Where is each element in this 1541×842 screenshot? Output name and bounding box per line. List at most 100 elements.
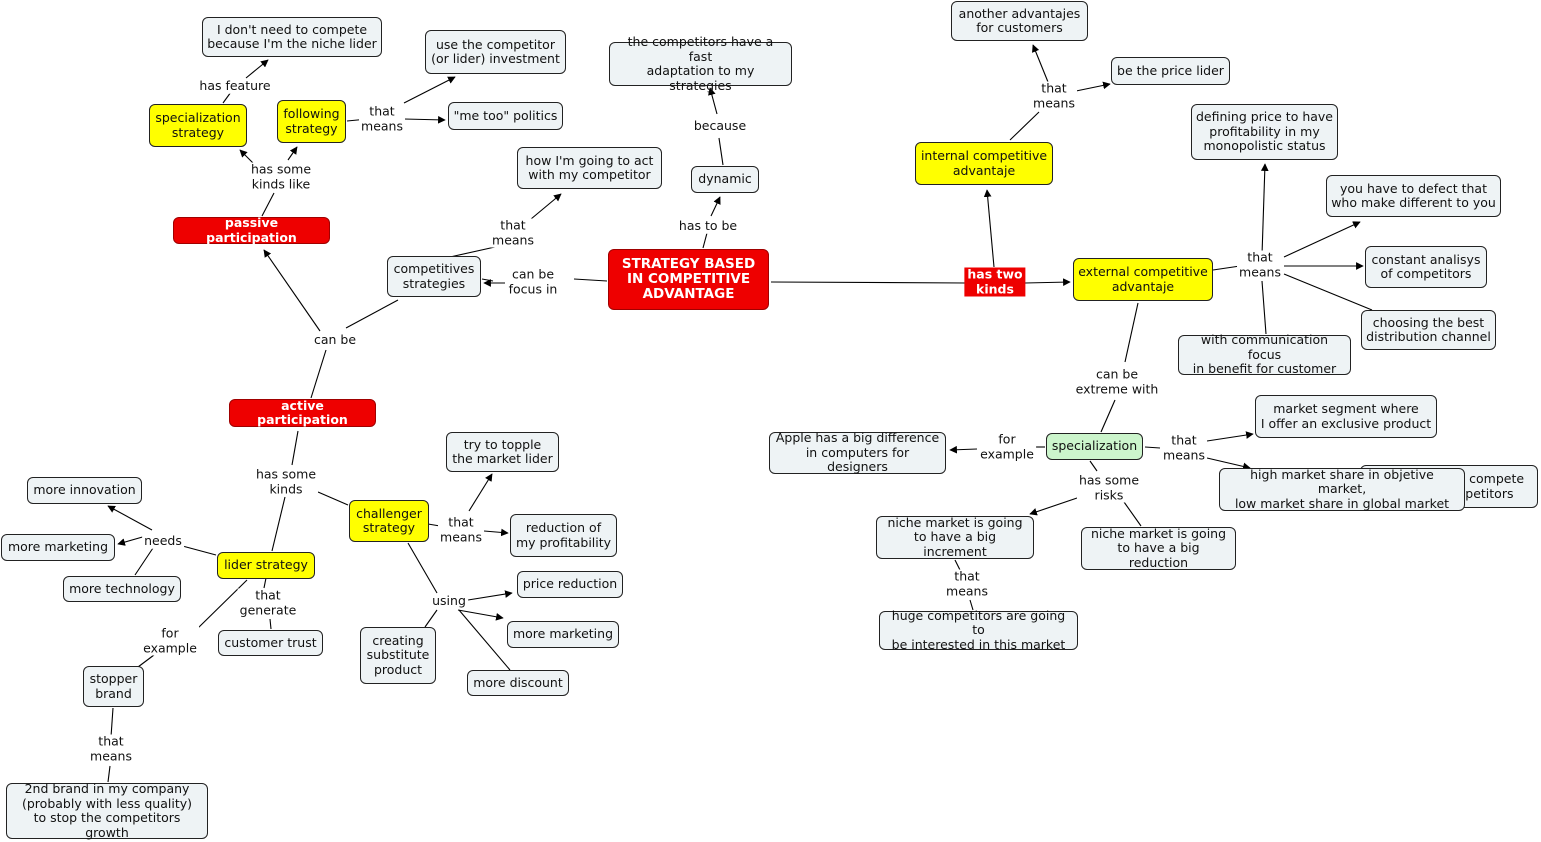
line-connector	[1009, 111, 1040, 141]
node-niche-increment[interactable]: niche market is going to have a big incr…	[876, 515, 1034, 559]
node-specialization-strategy[interactable]: specialization strategy	[149, 104, 247, 147]
line-connector	[1100, 399, 1116, 433]
arrow-connector	[1206, 457, 1251, 471]
arrow-connector	[1206, 431, 1254, 442]
arrow-connector	[983, 189, 995, 268]
node-specialization[interactable]: specialization	[1046, 433, 1143, 460]
node-try-topple[interactable]: try to topple the market lider	[446, 432, 559, 472]
line-connector	[110, 707, 114, 738]
node-lider-strategy[interactable]: lider strategy	[217, 552, 315, 579]
node-price-lider[interactable]: be the price lider	[1111, 57, 1230, 85]
label-that-means-external: that means	[1237, 249, 1283, 280]
node-creating-substitute[interactable]: creating substitute product	[360, 627, 436, 684]
line-connector	[269, 618, 272, 630]
node-second-brand[interactable]: 2nd brand in my company (probably with l…	[6, 781, 208, 839]
label-that-means-spec: that means	[1161, 432, 1207, 463]
node-dynamic[interactable]: dynamic	[691, 166, 759, 193]
line-connector	[458, 609, 511, 671]
arrow-connector	[483, 528, 509, 537]
arrow-connector	[708, 87, 718, 115]
node-internal-advantaje[interactable]: internal competitive advantaje	[915, 142, 1053, 185]
arrow-connector	[1024, 278, 1071, 287]
line-connector	[345, 299, 399, 329]
node-reduction-profitability[interactable]: reduction of my profitability	[510, 514, 617, 557]
node-niche-lider[interactable]: I don't need to compete because I'm the …	[202, 17, 382, 57]
line-connector	[291, 430, 299, 466]
node-me-too-politics[interactable]: "me too" politics	[448, 102, 563, 130]
node-more-discount[interactable]: more discount	[467, 670, 569, 696]
line-connector	[969, 599, 974, 611]
line-connector	[424, 609, 438, 628]
line-connector	[407, 542, 438, 594]
line-connector	[310, 349, 327, 399]
line-connector	[107, 765, 111, 783]
line-connector	[1212, 265, 1241, 271]
label-has-two-kinds: has two kinds	[964, 267, 1026, 297]
arrow-connector	[107, 505, 153, 531]
label-that-means-stopper: that means	[88, 733, 134, 764]
line-connector	[261, 192, 275, 217]
node-stopper-brand[interactable]: stopper brand	[83, 666, 144, 707]
line-connector	[263, 577, 267, 589]
line-connector	[1123, 501, 1142, 527]
arrow-connector	[287, 146, 298, 161]
node-huge-competitors[interactable]: huge competitors are going to be interes…	[879, 608, 1078, 652]
line-connector	[573, 278, 608, 282]
node-communication-focus[interactable]: with communication focus in benefit for …	[1178, 333, 1351, 376]
node-more-innovation[interactable]: more innovation	[27, 477, 142, 504]
node-market-segment[interactable]: market segment where I offer an exclusiv…	[1255, 395, 1437, 438]
node-another-advantajes[interactable]: another advantajes for customers	[951, 1, 1088, 41]
node-challenger-strategy[interactable]: challenger strategy	[349, 500, 429, 542]
node-competitives-strategies[interactable]: competitives strategies	[387, 256, 481, 297]
node-constant-analisys[interactable]: constant analisys of competitors	[1365, 246, 1487, 288]
arrow-connector	[1029, 496, 1081, 516]
line-connector	[449, 246, 496, 258]
label-has-some-kinds: has some kinds	[253, 466, 319, 497]
label-can-be: can be	[311, 331, 359, 348]
label-that-means-niche: that means	[944, 568, 990, 599]
line-connector	[1089, 460, 1098, 472]
label-has-some-kinds-like: has some kinds like	[248, 161, 314, 192]
node-active-participation[interactable]: active participation	[229, 398, 376, 427]
line-connector	[271, 496, 286, 552]
node-more-technology[interactable]: more technology	[63, 576, 181, 602]
label-has-to-be: has to be	[676, 217, 740, 234]
node-external-advantaje[interactable]: external competitive advantaje	[1073, 258, 1213, 301]
line-connector	[134, 547, 154, 576]
line-connector	[1283, 273, 1373, 311]
line-connector	[222, 91, 232, 104]
label-using: using	[430, 592, 468, 609]
arrow-connector	[457, 609, 504, 621]
node-more-marketing-challenger[interactable]: more marketing	[507, 621, 619, 648]
label-can-be-extreme-with: can be extreme with	[1073, 366, 1161, 397]
node-defining-price[interactable]: defining price to have profitability in …	[1191, 104, 1338, 160]
node-price-reduction[interactable]: price reduction	[517, 571, 623, 598]
line-connector	[481, 278, 494, 282]
label-because: because	[691, 117, 749, 134]
node-how-to-act[interactable]: how I'm going to act with my competitor	[517, 147, 662, 189]
node-more-marketing-lider[interactable]: more marketing	[1, 534, 115, 561]
arrow-connector	[1283, 221, 1361, 258]
label-that-means-how: that means	[490, 217, 536, 248]
node-defect-different[interactable]: you have to defect that who make differe…	[1326, 175, 1501, 217]
node-fast-adaptation[interactable]: the competitors have a fast adaptation t…	[609, 34, 792, 92]
node-customer-trust[interactable]: customer trust	[218, 630, 323, 656]
node-high-market-share[interactable]: high market share in objetive market, lo…	[1219, 467, 1465, 511]
line-connector	[702, 232, 708, 249]
node-niche-reduction[interactable]: niche market is going to have a big redu…	[1081, 526, 1236, 570]
line-connector	[1124, 302, 1139, 363]
node-use-competitor-investment[interactable]: use the competitor (or lider) investment	[425, 30, 566, 74]
node-best-channel[interactable]: choosing the best distribution channel	[1361, 310, 1496, 350]
label-for-example-lider: for example	[141, 625, 199, 656]
node-following-strategy[interactable]: following strategy	[277, 100, 346, 143]
line-connector	[718, 137, 724, 166]
arrow-connector	[245, 59, 269, 79]
arrow-connector	[710, 196, 721, 217]
label-can-be-focus-in: can be focus in	[506, 266, 560, 297]
node-root-strategy[interactable]: STRATEGY BASED IN COMPETITIVE ADVANTAGE	[608, 249, 769, 310]
node-passive-participation[interactable]: passive participation	[173, 215, 330, 244]
line-connector	[1261, 280, 1267, 335]
node-apple-example[interactable]: Apple has a big difference in computers …	[769, 431, 946, 474]
arrow-connector	[403, 115, 446, 124]
